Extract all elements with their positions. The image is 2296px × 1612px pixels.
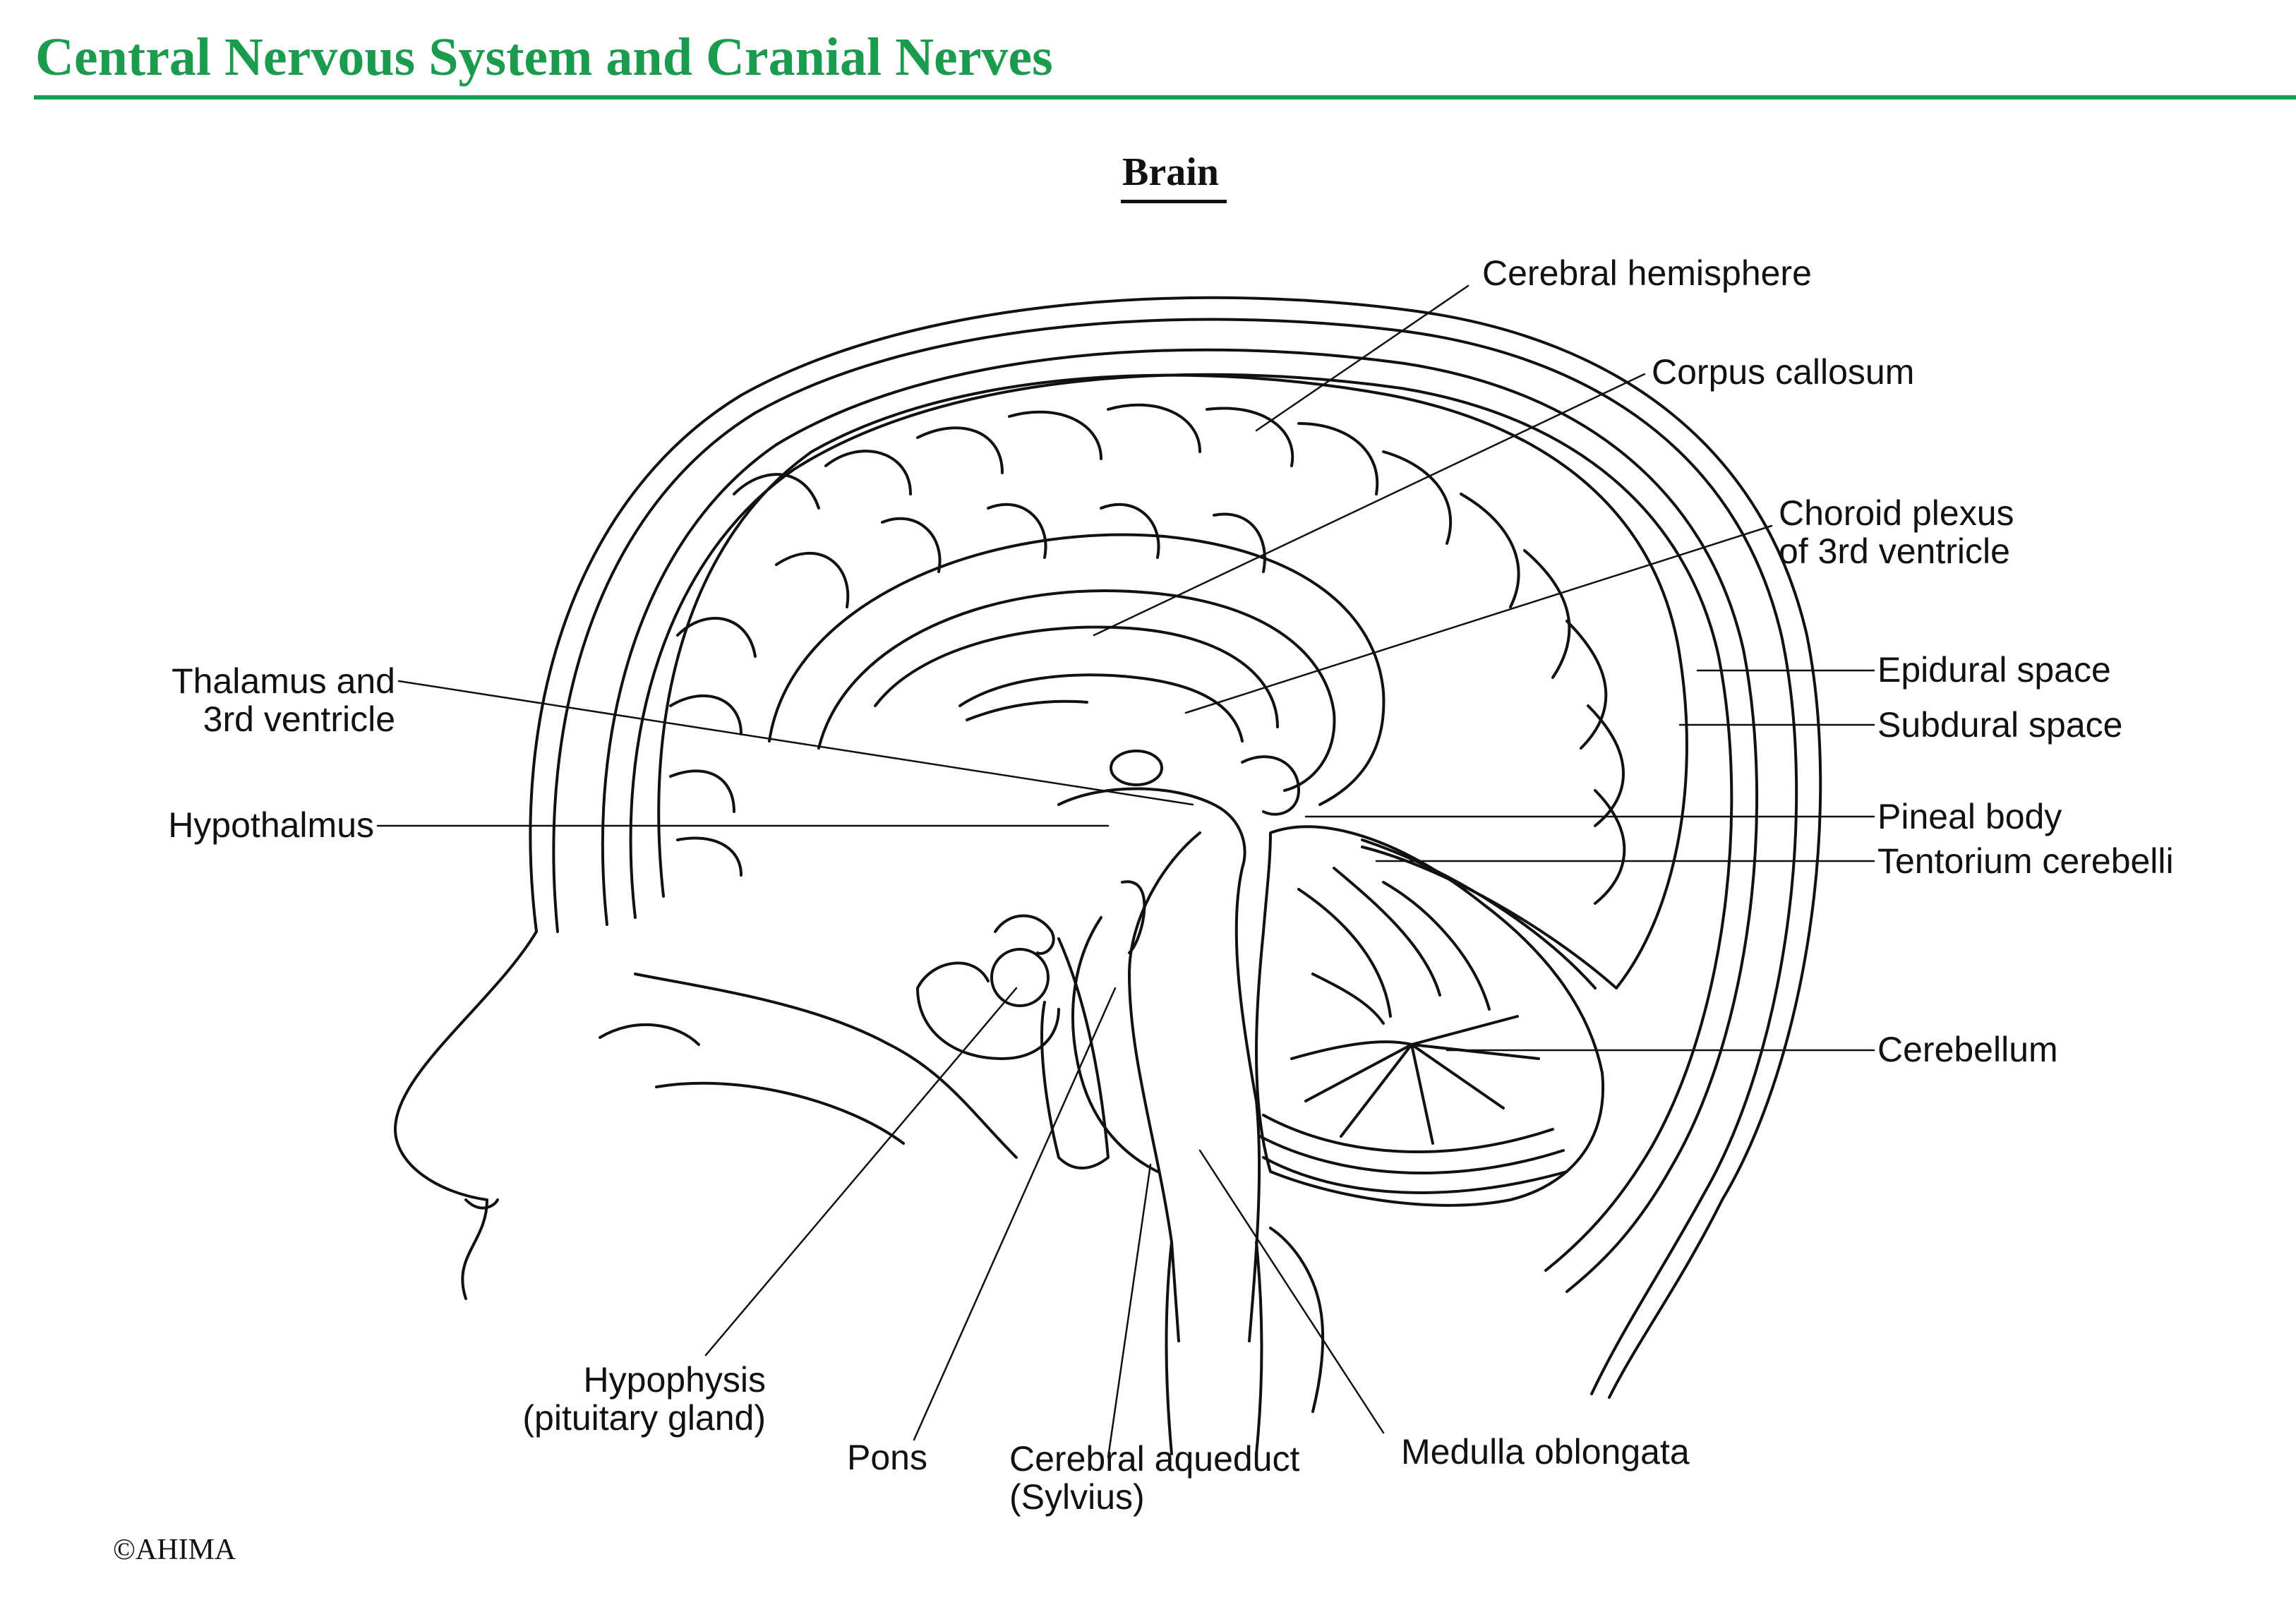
label-subdural-space: Subdural space (1877, 705, 2123, 745)
label-hypophysis-line1: Hypophysis (583, 1360, 766, 1400)
label-tentorium-cerebelli: Tentorium cerebelli (1877, 841, 2174, 881)
spinal-cord-shape (1165, 1227, 1325, 1455)
face-profile (394, 930, 1018, 1300)
title-divider (34, 95, 2296, 100)
label-choroid-plexus-line1: Choroid plexus (1779, 493, 2014, 533)
label-hypophysis-line2: (pituitary gland) (522, 1398, 766, 1438)
label-pons: Pons (847, 1438, 927, 1477)
label-corpus-callosum: Corpus callosum (1652, 352, 1915, 392)
cerebellum-shape (1255, 825, 1605, 1207)
tentorium-shape (1361, 838, 1597, 990)
label-cerebellum: Cerebellum (1877, 1030, 2058, 1069)
thalamus-region (1057, 750, 1300, 870)
skull-outline (529, 296, 1822, 1399)
label-thalamus-line1: Thalamus and (172, 661, 395, 701)
label-cerebral-hemisphere: Cerebral hemisphere (1482, 253, 1812, 293)
corpus-callosum-shape (768, 533, 1386, 806)
label-thalamus-line2: 3rd ventricle (203, 699, 395, 739)
leader-lines (376, 284, 1875, 1459)
page-title: Central Nervous System and Cranial Nerve… (35, 28, 1053, 87)
label-medulla-oblongata: Medulla oblongata (1401, 1432, 1690, 1472)
figure-title: Brain (1122, 150, 1219, 194)
label-hypothalmus: Hypothalmus (168, 805, 374, 845)
figure-title-underline (1121, 200, 1227, 203)
label-cerebral-aqueduct-line1: Cerebral aqueduct (1009, 1439, 1300, 1479)
brainstem-shape (1071, 831, 1261, 1342)
label-choroid-plexus-line2: of 3rd ventricle (1779, 531, 2010, 571)
label-epidural-space: Epidural space (1877, 650, 2111, 690)
copyright-notice: ©AHIMA (113, 1534, 236, 1566)
label-pineal-body: Pineal body (1877, 797, 2062, 836)
pituitary-shape (916, 914, 1110, 1169)
label-cerebral-aqueduct-line2: (Sylvius) (1009, 1477, 1145, 1517)
cerebral-hemisphere-shape (657, 373, 1688, 990)
